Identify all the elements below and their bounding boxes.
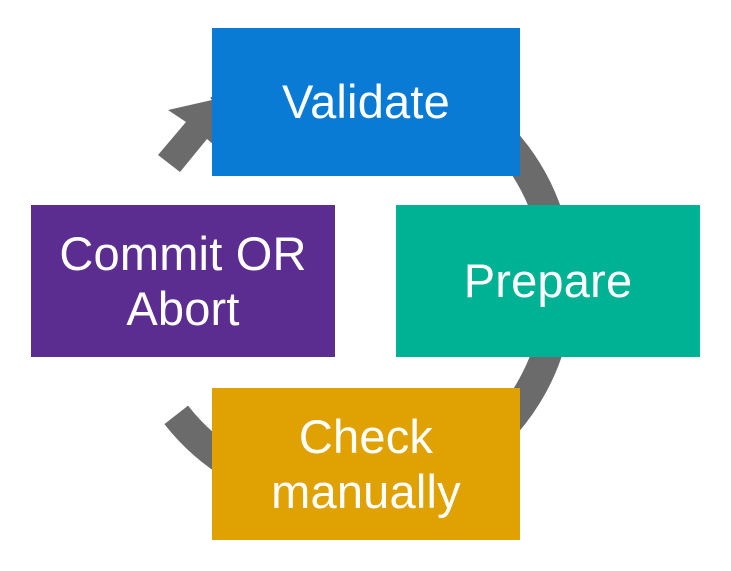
arc-arrowhead-icon bbox=[158, 100, 221, 172]
node-commit-or-abort-label: Commit OR Abort bbox=[59, 226, 307, 335]
node-validate[interactable]: Validate bbox=[212, 28, 520, 176]
node-validate-label: Validate bbox=[282, 75, 450, 129]
node-check-manually[interactable]: Check manually bbox=[212, 388, 520, 540]
node-prepare[interactable]: Prepare bbox=[396, 205, 700, 357]
node-check-manually-label: Check manually bbox=[271, 409, 461, 518]
node-prepare-label: Prepare bbox=[463, 254, 633, 308]
node-commit-or-abort[interactable]: Commit OR Abort bbox=[31, 205, 335, 357]
